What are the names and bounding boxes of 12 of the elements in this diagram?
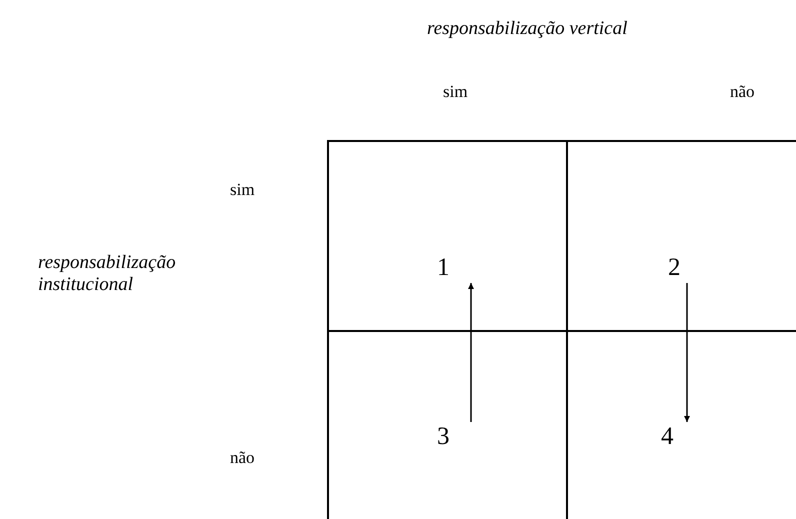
quadrant-number: 4 [661,424,674,450]
axis-value-label: sim [230,180,255,200]
axis-title: responsabilização institucional [38,252,177,296]
quadrant-number: 3 [437,424,450,450]
axis-value-label: sim [443,82,468,102]
axis-value-label: não [730,82,755,102]
arrow [468,283,474,422]
axis-title: responsabilização vertical [427,18,628,40]
quadrant-number: 2 [668,255,680,281]
axis-value-label: não [230,448,255,468]
quadrant-number: 1 [437,255,450,281]
arrow [684,283,690,422]
